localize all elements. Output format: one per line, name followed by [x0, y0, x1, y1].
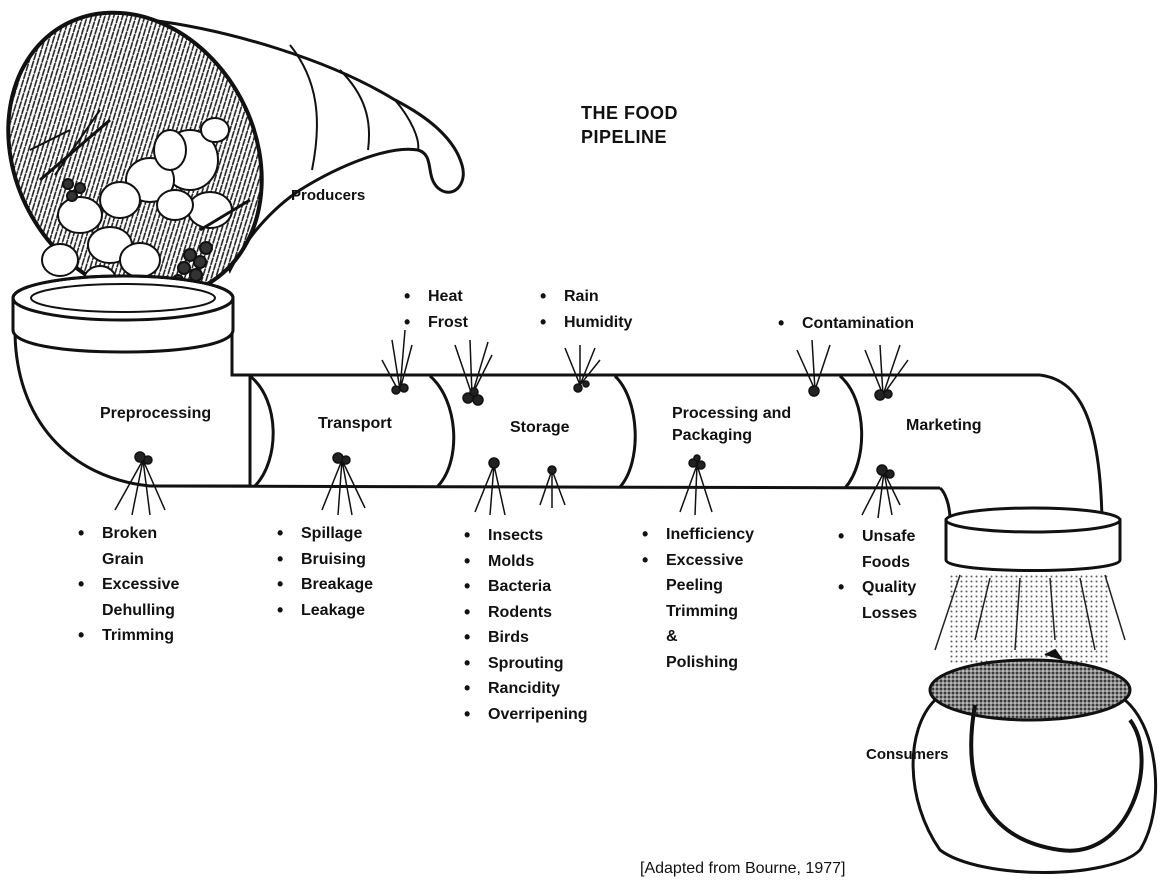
- hazards-heat-frost: Heat Frost: [402, 284, 468, 335]
- hazard-item: Heat: [402, 284, 468, 310]
- loss-item: &: [666, 628, 678, 645]
- loss-item: Rancidity: [462, 676, 588, 702]
- leak-sprays-bottom: [114, 451, 901, 519]
- stage-marketing: Marketing: [906, 417, 982, 434]
- losses-marketing: Unsafe Foods Quality Losses: [836, 524, 917, 626]
- losses-storage: Insects Molds Bacteria Rodents Birds Spr…: [462, 523, 588, 727]
- hazard-item: Humidity: [538, 310, 632, 336]
- loss-item: Trimming: [76, 623, 179, 649]
- stage-processing-line-2: Packaging: [672, 427, 753, 444]
- loss-item: Unsafe: [836, 524, 917, 550]
- loss-item: Sprouting: [462, 651, 588, 677]
- loss-item: Leakage: [275, 598, 373, 624]
- pipe-inlet: [11, 274, 252, 488]
- loss-item: Bacteria: [462, 574, 588, 600]
- loss-item: Peeling: [666, 577, 723, 594]
- hazard-item: Rain: [538, 284, 632, 310]
- diagram-title-line-2: PIPELINE: [581, 127, 668, 147]
- losses-transport: Spillage Bruising Breakage Leakage: [275, 521, 373, 623]
- pipe-outlet: [944, 506, 1122, 572]
- loss-item: Molds: [462, 549, 588, 575]
- loss-item: Quality: [836, 575, 917, 601]
- hazards-contamination: Contamination: [776, 311, 914, 337]
- hazard-item: Contamination: [776, 311, 914, 337]
- source-credit: [Adapted from Bourne, 1977]: [640, 860, 846, 877]
- loss-item: Inefficiency: [640, 522, 754, 548]
- stage-storage: Storage: [510, 419, 570, 436]
- loss-item: Grain: [102, 550, 144, 568]
- losses-processing: Inefficiency Excessive Peeling Trimming …: [640, 522, 754, 675]
- diagram-title-line-1: THE FOOD: [581, 103, 678, 123]
- losses-preprocessing: Broken Grain Excessive Dehulling Trimmin…: [76, 521, 179, 649]
- pipe-body: [149, 373, 1104, 521]
- loss-item: Foods: [862, 553, 910, 571]
- loss-item: Spillage: [275, 521, 373, 547]
- loss-item: Bruising: [275, 547, 373, 573]
- hazard-item: Frost: [402, 310, 468, 336]
- loss-item: Polishing: [666, 653, 738, 671]
- loss-item: Broken: [76, 521, 179, 547]
- stage-transport: Transport: [318, 415, 392, 432]
- leak-sprays-top: [381, 329, 909, 406]
- loss-item: Excessive: [640, 548, 754, 574]
- outlet-spray: [934, 574, 1126, 665]
- loss-item: Losses: [862, 604, 918, 622]
- hazards-rain-humidity: Rain Humidity: [538, 284, 632, 335]
- loss-item: Overripening: [462, 702, 588, 728]
- consumers-label: Consumers: [866, 746, 949, 763]
- loss-item: Excessive: [76, 572, 179, 598]
- loss-item: Dehulling: [102, 601, 175, 619]
- stage-processing-line-1: Processing and: [672, 405, 792, 422]
- loss-item: Insects: [462, 523, 588, 549]
- loss-item: Trimming: [666, 602, 739, 620]
- loss-item: Breakage: [275, 572, 373, 598]
- consumer-pot: [911, 648, 1158, 874]
- stage-preprocessing: Preprocessing: [100, 405, 212, 422]
- producers-label: Producers: [291, 187, 366, 204]
- loss-item: Rodents: [462, 600, 588, 626]
- loss-item: Birds: [462, 625, 588, 651]
